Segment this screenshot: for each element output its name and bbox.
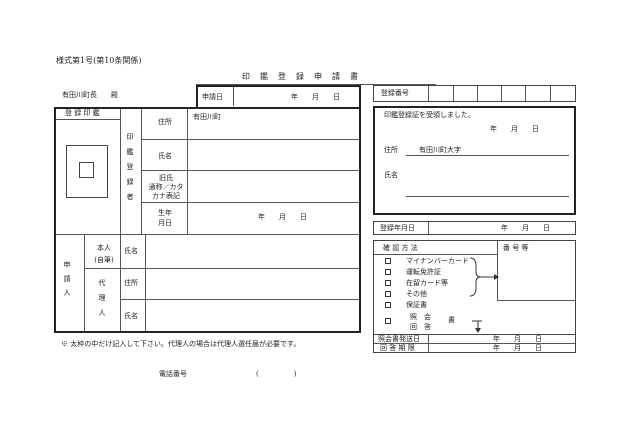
inquiry-mid-line bbox=[374, 343, 575, 344]
method-label-4: 保証書 bbox=[406, 301, 427, 309]
addressee: 有田川町長 殿 bbox=[62, 91, 118, 99]
phone-field[interactable]: ( ) bbox=[256, 370, 297, 378]
brace-arrow-icon bbox=[469, 257, 499, 333]
registration-number-box bbox=[373, 85, 576, 102]
receipt-date[interactable]: 年 月 日 bbox=[490, 125, 539, 133]
confirmation-number-divider bbox=[497, 241, 498, 300]
self-label: 本人 (自筆) bbox=[94, 244, 114, 264]
agent-name-label: 氏名 bbox=[124, 312, 138, 320]
phone-label: 電話番号 bbox=[159, 370, 187, 378]
registration-date-fields[interactable]: 年 月 日 bbox=[501, 224, 550, 232]
application-date-box bbox=[196, 85, 361, 107]
name-label: 氏名 bbox=[158, 152, 172, 160]
applicant-label: 申請人 bbox=[63, 261, 71, 297]
registrant-label-divider bbox=[141, 109, 142, 234]
letter-label: 書 bbox=[448, 316, 455, 324]
method-checkbox-1[interactable] bbox=[385, 269, 391, 275]
method-checkbox-5[interactable] bbox=[385, 318, 391, 324]
method-label-5: 照 会 回 答 bbox=[410, 313, 431, 331]
agent-address-field[interactable] bbox=[146, 269, 358, 299]
title-underline bbox=[196, 84, 436, 85]
regno-cell-2 bbox=[477, 86, 478, 101]
confirm-header-line bbox=[374, 254, 497, 255]
agent-address-label: 住所 bbox=[124, 279, 138, 287]
registrant-field-divider bbox=[187, 109, 188, 234]
number-header: 番 号 等 bbox=[503, 244, 529, 252]
instruction-note: ※ 太枠の中だけ記入して下さい。代理人の場合は代理人選任届が必要です。 bbox=[61, 340, 301, 348]
application-date-divider bbox=[233, 87, 234, 106]
row-line-1 bbox=[142, 139, 359, 140]
method-checkbox-0[interactable] bbox=[385, 258, 391, 264]
agent-top-line bbox=[85, 268, 359, 269]
receipt-name-line bbox=[406, 196, 569, 197]
number-area-bottom bbox=[497, 300, 575, 301]
inquiry-sent-label: 照会書発送日 bbox=[378, 335, 420, 343]
regno-cell-5 bbox=[550, 86, 551, 101]
method-checkbox-2[interactable] bbox=[385, 280, 391, 286]
regno-cell-3 bbox=[501, 86, 502, 101]
reply-deadline-label: 回 答 期 限 bbox=[380, 344, 415, 352]
reply-deadline-fields[interactable]: 年 月 日 bbox=[493, 344, 542, 352]
regno-cell-0 bbox=[428, 86, 429, 101]
address-value[interactable]: 有田川町 bbox=[193, 113, 221, 121]
agent-label: 代理人 bbox=[98, 279, 106, 317]
registration-number-label: 登録番号 bbox=[381, 89, 409, 97]
applicant-field-divider bbox=[145, 235, 146, 331]
agent-mid-line bbox=[121, 299, 359, 300]
method-label-0: マイナンバーカード bbox=[406, 257, 469, 265]
receipt-box bbox=[373, 106, 576, 215]
birth-fields[interactable]: 年 月 日 bbox=[258, 213, 307, 221]
agent-name-field[interactable] bbox=[146, 300, 358, 330]
inquiry-box bbox=[373, 334, 576, 353]
main-form-frame bbox=[54, 107, 361, 333]
method-label-3: その他 bbox=[406, 290, 427, 298]
method-checkbox-3[interactable] bbox=[385, 291, 391, 297]
receipt-address-line bbox=[406, 155, 569, 156]
confirm-header: 確 認 方 法 bbox=[383, 244, 418, 252]
seal-column-divider bbox=[120, 109, 121, 234]
application-date-label: 申請日 bbox=[202, 93, 223, 101]
registration-date-divider bbox=[428, 222, 429, 234]
seal-area-outer[interactable] bbox=[66, 145, 108, 198]
method-label-1: 運転免許証 bbox=[406, 268, 441, 276]
registration-date-label: 登録年月日 bbox=[380, 224, 415, 232]
receipt-address-value[interactable]: 有田川町大字 bbox=[419, 146, 461, 154]
self-name-field[interactable] bbox=[146, 236, 358, 268]
form-number: 様式第1号(第10条関係) bbox=[56, 56, 142, 65]
old-name-label: 旧氏 通称／カタ カナ表記 bbox=[148, 174, 184, 200]
inquiry-sent-fields[interactable]: 年 月 日 bbox=[493, 335, 542, 343]
seal-area-inner bbox=[79, 162, 94, 178]
application-date-fields[interactable]: 年 月 日 bbox=[291, 93, 340, 101]
address-label: 住所 bbox=[158, 118, 172, 126]
row-line-2 bbox=[142, 170, 359, 171]
method-label-2: 在留カード等 bbox=[406, 279, 448, 287]
receipt-name-label: 氏名 bbox=[384, 171, 398, 179]
applicant-type-divider bbox=[120, 235, 121, 331]
registrant-label: 印鑑登録者 bbox=[126, 133, 134, 201]
section-divider bbox=[56, 234, 359, 235]
seal-header: 登 録 印 鑑 bbox=[65, 109, 100, 117]
form-title: 印 鑑 登 録 申 請 書 bbox=[242, 72, 359, 81]
applicant-label-divider bbox=[84, 235, 85, 331]
seal-header-line bbox=[56, 119, 120, 120]
receipt-address-label: 住所 bbox=[384, 146, 398, 154]
regno-cell-4 bbox=[525, 86, 526, 101]
row-line-3 bbox=[142, 202, 359, 203]
registration-date-box bbox=[373, 221, 576, 235]
inquiry-divider bbox=[428, 335, 429, 352]
receipt-text: 印鑑登録証を受領しました。 bbox=[384, 111, 475, 119]
regno-cell-1 bbox=[453, 86, 454, 101]
birth-label: 生年 月日 bbox=[158, 209, 172, 227]
method-checkbox-4[interactable] bbox=[385, 302, 391, 308]
self-name-label: 氏名 bbox=[124, 247, 138, 255]
